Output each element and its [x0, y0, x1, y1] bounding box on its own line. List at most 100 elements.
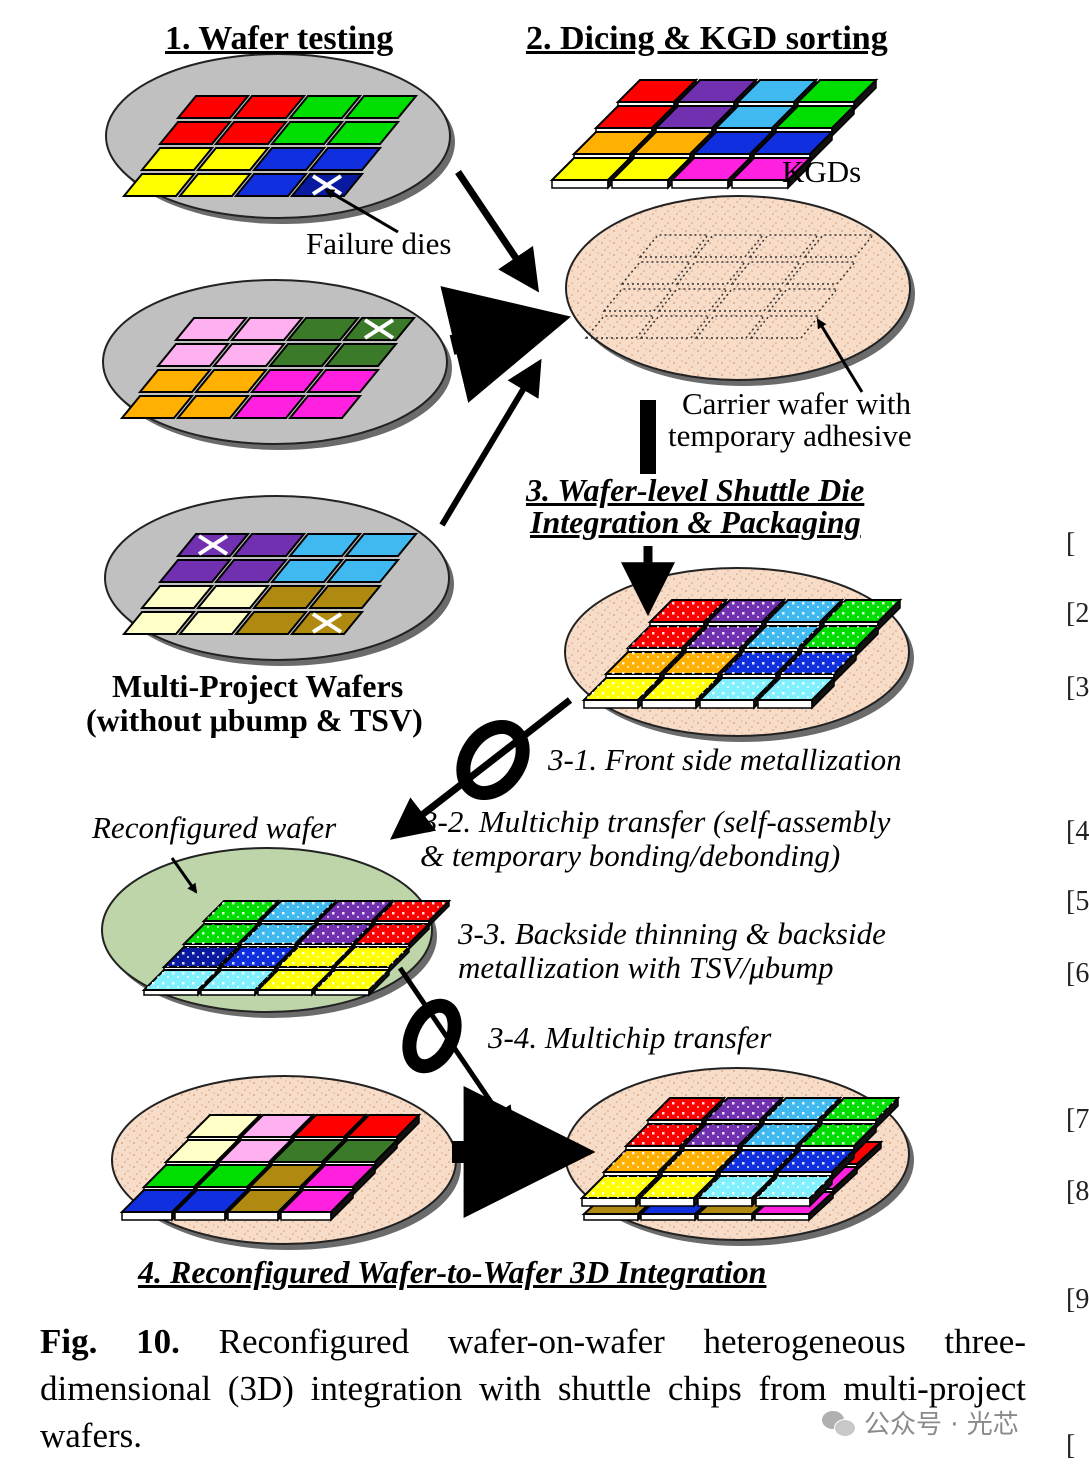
die [155, 343, 231, 367]
target-wafer-dies [119, 1113, 422, 1222]
die [593, 105, 677, 129]
die [172, 1189, 250, 1213]
wafer-1-dies [121, 95, 419, 197]
die [343, 95, 419, 119]
reference-bracket: [ [1066, 528, 1076, 559]
reference-bracket: [9 [1066, 1284, 1089, 1315]
pointer-failure-dies [324, 188, 399, 234]
arrow-wafer2-to-carrier [440, 286, 572, 403]
watermark: 公众号 · 光芯 [822, 1404, 1019, 1441]
die [238, 1114, 316, 1138]
die [175, 95, 251, 119]
die [325, 121, 401, 145]
step3-2-label-line1: 3-2. Multichip transfer (self-assembly [422, 804, 891, 839]
step3-2-label-line2: & temporary bonding/debonding) [420, 838, 841, 873]
die [119, 395, 195, 419]
carrier-wafer-label: Carrier wafer with [682, 386, 911, 421]
die [157, 121, 233, 145]
reconfigured-wafer-label: Reconfigured wafer [92, 810, 337, 845]
die [233, 173, 309, 197]
die [157, 559, 233, 583]
wechat-icon [822, 1409, 856, 1437]
die [175, 395, 251, 419]
die [193, 369, 269, 393]
die [307, 585, 383, 609]
reference-bracket: [7 [1066, 1104, 1089, 1135]
step2-heading: 2. Dicing & KGD sorting [526, 20, 888, 57]
reference-bracket: [4 [1066, 816, 1089, 847]
die [163, 1139, 241, 1163]
die [269, 559, 345, 583]
reference-bracket: [3 [1066, 672, 1089, 703]
die [211, 343, 287, 367]
die [323, 343, 399, 367]
die [177, 611, 253, 635]
die [213, 559, 289, 583]
mpw-label-line2: (without μbump & TSV) [86, 702, 423, 738]
die [137, 369, 213, 393]
die [795, 79, 879, 103]
carrier-wafer [565, 195, 911, 381]
die [185, 1114, 263, 1138]
die [139, 147, 215, 171]
reference-bracket: [2 [1066, 598, 1089, 629]
die [325, 559, 401, 583]
step4-heading: 4. Reconfigured Wafer-to-Wafer 3D Integr… [138, 1254, 767, 1290]
reference-bracket: [ [1066, 1430, 1076, 1461]
die [305, 369, 381, 393]
die [195, 585, 271, 609]
kgds-label: KGDs [782, 154, 862, 189]
die [615, 79, 699, 103]
step1-heading: 1. Wafer testing [165, 20, 394, 57]
die [231, 95, 307, 119]
die [713, 105, 797, 129]
die [729, 157, 813, 181]
die [231, 533, 307, 557]
die [213, 121, 289, 145]
die [307, 147, 383, 171]
step3-heading-line2: Integration & Packaging [530, 504, 861, 540]
die [287, 395, 363, 419]
flip-loop-icon-2 [402, 998, 462, 1074]
die [194, 1164, 272, 1188]
die [300, 1164, 378, 1188]
die [216, 1139, 294, 1163]
figure-number: Fig. 10. [40, 1322, 180, 1361]
die [278, 1189, 356, 1213]
die [285, 317, 361, 341]
die [549, 157, 633, 181]
wafer-2-dies [119, 317, 417, 419]
die [247, 1164, 325, 1188]
die [691, 131, 775, 155]
die [291, 1114, 369, 1138]
pointer-carrier-wafer [816, 318, 864, 393]
die [269, 121, 345, 145]
step3-3-label-line2: metallization with TSV/μbump [458, 950, 834, 985]
die [177, 173, 253, 197]
flip-loop-icon-1 [456, 719, 530, 801]
die [631, 131, 715, 155]
kgd-sorted-dies [549, 78, 879, 190]
die [267, 343, 343, 367]
arrow-to-reconfigured [390, 697, 573, 840]
die [173, 317, 249, 341]
reconfigured-dies [141, 899, 452, 997]
failure-dies-label: Failure dies [306, 226, 452, 261]
step3-3-label-line1: 3-3. Backside thinning & backside [458, 916, 886, 951]
figure-caption-text: Reconfigured wafer-on-wafer heterogeneou… [40, 1322, 1026, 1455]
die [195, 147, 271, 171]
process-arrows [170, 170, 864, 1218]
die [121, 611, 197, 635]
carrier-dies-metallized [581, 598, 903, 710]
die [249, 369, 325, 393]
step3-1-label: 3-1. Front side metallization [548, 742, 902, 777]
die [251, 147, 327, 171]
die [229, 317, 305, 341]
die [225, 1189, 303, 1213]
die [653, 105, 737, 129]
pointer-reconfigured-wafer [170, 857, 198, 894]
die [269, 1139, 347, 1163]
die [287, 95, 363, 119]
die [251, 585, 327, 609]
